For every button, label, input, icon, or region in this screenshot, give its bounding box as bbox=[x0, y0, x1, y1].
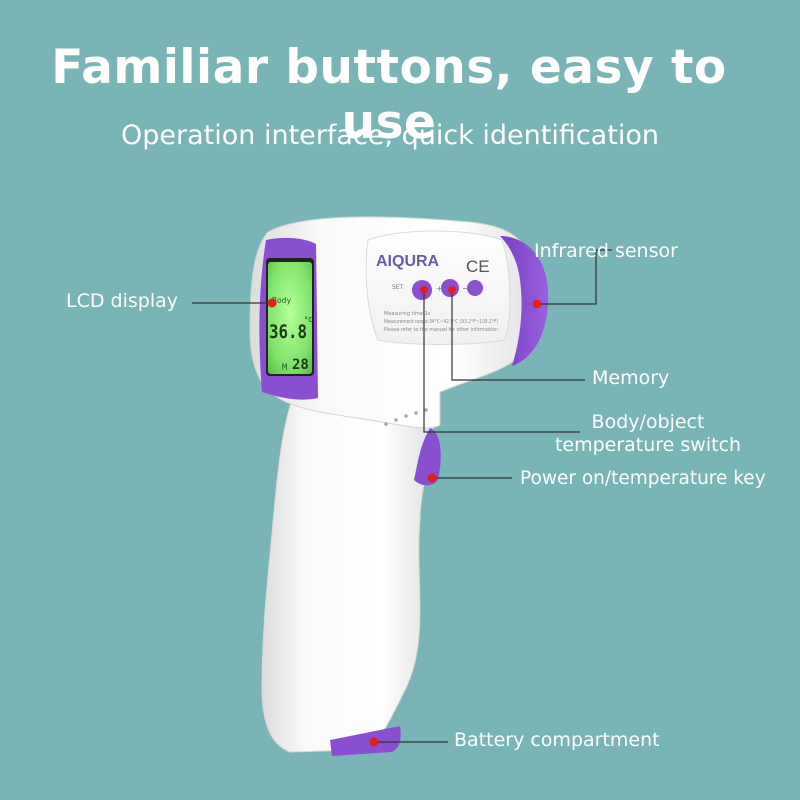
sensor-ring bbox=[500, 236, 549, 366]
speaker-vent bbox=[384, 408, 428, 426]
ce-mark: CE bbox=[466, 257, 490, 276]
callout-body-object-switch: Body/object temperature switch bbox=[548, 411, 748, 457]
callout-battery: Battery compartment bbox=[454, 729, 660, 751]
trigger bbox=[414, 428, 441, 486]
lcd-memory-value: 28 bbox=[292, 357, 309, 373]
info-line-1: Measuring time:1s bbox=[384, 311, 431, 317]
callout-power-key: Power on/temperature key bbox=[520, 468, 766, 489]
callout-body-object-line1: Body/object bbox=[591, 411, 705, 433]
callout-lines bbox=[192, 249, 612, 743]
callout-markers bbox=[267, 286, 542, 747]
callout-body-object-line2: temperature switch bbox=[554, 434, 742, 456]
lcd-unit: °C bbox=[304, 316, 312, 324]
handle bbox=[261, 379, 434, 753]
callout-memory: Memory bbox=[592, 367, 670, 389]
info-line-3: Please refer to the manual for other inf… bbox=[384, 327, 498, 333]
brand-logo: AIQURA bbox=[376, 253, 440, 270]
lcd-mode-text: Body bbox=[272, 296, 291, 305]
plus-label: + bbox=[436, 284, 443, 293]
callout-infrared-sensor: Infrared sensor bbox=[534, 240, 678, 262]
info-line-2: Measurement range:34°C~42.9°C (93.2°F~10… bbox=[384, 319, 498, 325]
set-label: SET bbox=[392, 284, 404, 291]
control-panel bbox=[365, 230, 511, 345]
headline: Familiar buttons, easy to use bbox=[51, 40, 727, 150]
lcd-memory-label: M bbox=[282, 363, 288, 373]
minus-button[interactable] bbox=[467, 280, 483, 296]
subheadline: Operation interface, quick identificatio… bbox=[121, 120, 659, 151]
callout-lcd-display: LCD display bbox=[66, 290, 178, 312]
lcd-reading: 36.8 bbox=[269, 321, 307, 343]
battery-compartment bbox=[330, 726, 401, 756]
minus-label: − bbox=[462, 284, 469, 293]
lcd-screen bbox=[268, 262, 312, 374]
